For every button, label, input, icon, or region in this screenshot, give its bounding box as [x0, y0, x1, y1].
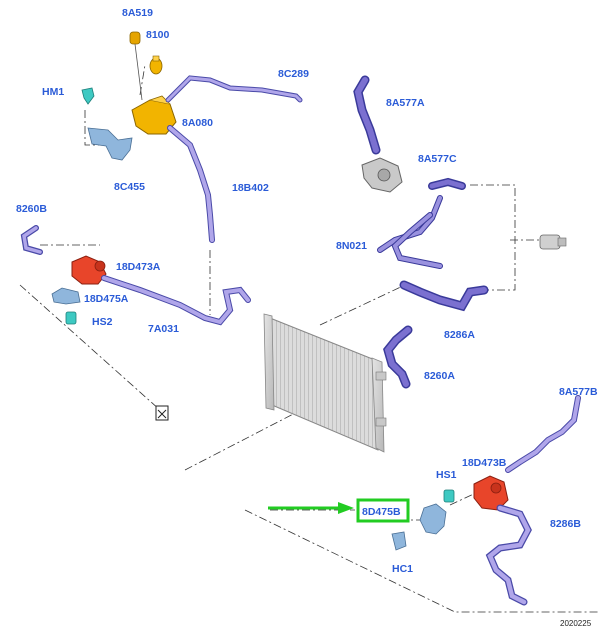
hose-8a577b [505, 395, 581, 473]
fitting-hs2 [65, 311, 77, 325]
hose-8a577c [428, 177, 466, 190]
highlight-arrow [268, 502, 354, 514]
label-8a577b: 8A577B [559, 386, 598, 398]
label-18d473b: 18D473B [462, 457, 507, 469]
label-8a080: 8A080 [182, 117, 213, 129]
label-18b402: 18B402 [232, 182, 269, 194]
hose-18b402 [167, 125, 215, 243]
hose-8c289 [165, 75, 303, 103]
note-icon [155, 405, 169, 421]
label-18d473a: 18D473A [116, 261, 161, 273]
bracket-8d475b [419, 503, 447, 535]
label-8a577c: 8A577C [418, 153, 457, 165]
cap-8a519 [129, 31, 143, 101]
label-hc1: HC1 [392, 563, 413, 575]
hose-8286b [485, 504, 532, 606]
hose-8260b [20, 225, 43, 255]
footer-code: 2020225 [560, 619, 592, 628]
label-8a519: 8A519 [122, 7, 153, 19]
label-hs2: HS2 [92, 316, 113, 328]
label-8d475b: 8D475B [362, 506, 401, 518]
label-8286b: 8286B [550, 518, 581, 530]
label-8260a: 8260A [424, 370, 455, 382]
label-7a031: 7A031 [148, 323, 179, 335]
label-hm1: HM1 [42, 86, 64, 98]
clip-hm1 [81, 87, 95, 105]
label-8c289: 8C289 [278, 68, 309, 80]
sensor-8100 [149, 55, 163, 75]
hose-8286a [399, 280, 489, 312]
pump-18d473a [71, 255, 107, 285]
label-8286a: 8286A [444, 329, 475, 341]
label-8c455: 8C455 [114, 181, 145, 193]
label-8a577a: 8A577A [386, 97, 425, 109]
connector-right [539, 234, 567, 250]
label-8260b: 8260B [16, 203, 47, 215]
highlight-box [356, 498, 410, 523]
thermostat-housing [361, 157, 403, 193]
label-8n021: 8N021 [336, 240, 367, 252]
hose-7a031 [101, 275, 251, 326]
clip-hc1 [391, 531, 407, 551]
bracket-8c455 [87, 127, 133, 161]
label-18d475a: 18D475A [84, 293, 129, 305]
pump-18d473b [473, 475, 509, 511]
fitting-hs1 [443, 489, 455, 503]
bracket-18d475a [51, 287, 81, 305]
label-hs1: HS1 [436, 469, 457, 481]
hose-8n021 [377, 195, 443, 269]
hose-8a577a [353, 75, 381, 155]
part-labels: 8A519 8100 HM1 8C289 8A080 8C455 18B402 … [16, 7, 598, 575]
radiator [263, 313, 387, 453]
label-8100: 8100 [146, 29, 170, 41]
hose-8260a [383, 325, 413, 389]
